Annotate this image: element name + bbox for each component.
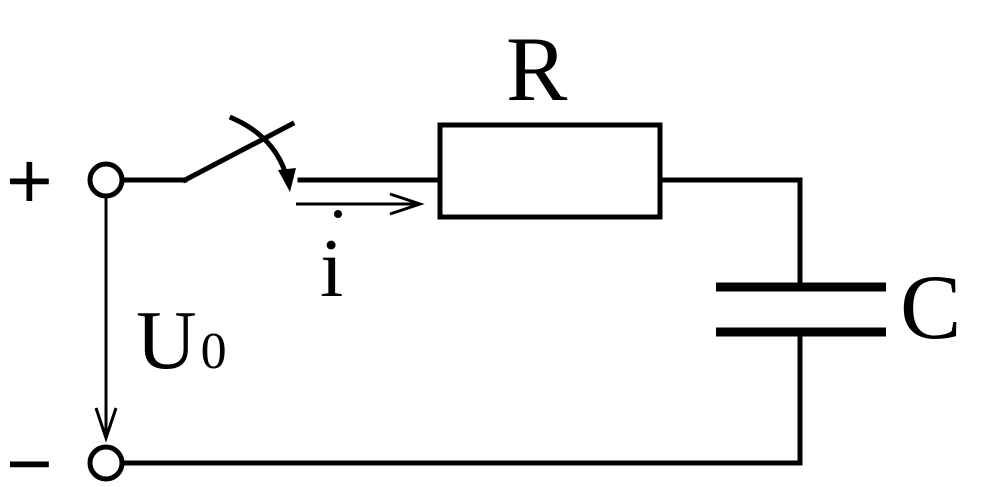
resistor (437, 122, 663, 220)
current-label: i (320, 222, 343, 315)
bottom-wire (119, 329, 803, 466)
negative-terminal (87, 444, 125, 482)
top-wire-right (657, 177, 803, 290)
voltage-label: U0 (136, 294, 227, 387)
positive-terminal (87, 161, 125, 199)
capacitor-label: C (900, 256, 961, 358)
voltage-label-subscript: 0 (201, 323, 227, 380)
resistor-label: R (506, 18, 568, 120)
current-dot (334, 210, 342, 218)
voltage-label-main: U (136, 294, 197, 387)
minus-sign: − (6, 419, 53, 487)
current-arrow (296, 192, 425, 216)
voltage-arrow (94, 198, 118, 443)
switch-arrowhead (278, 168, 296, 192)
switch (119, 114, 296, 192)
plus-sign: + (6, 136, 53, 225)
